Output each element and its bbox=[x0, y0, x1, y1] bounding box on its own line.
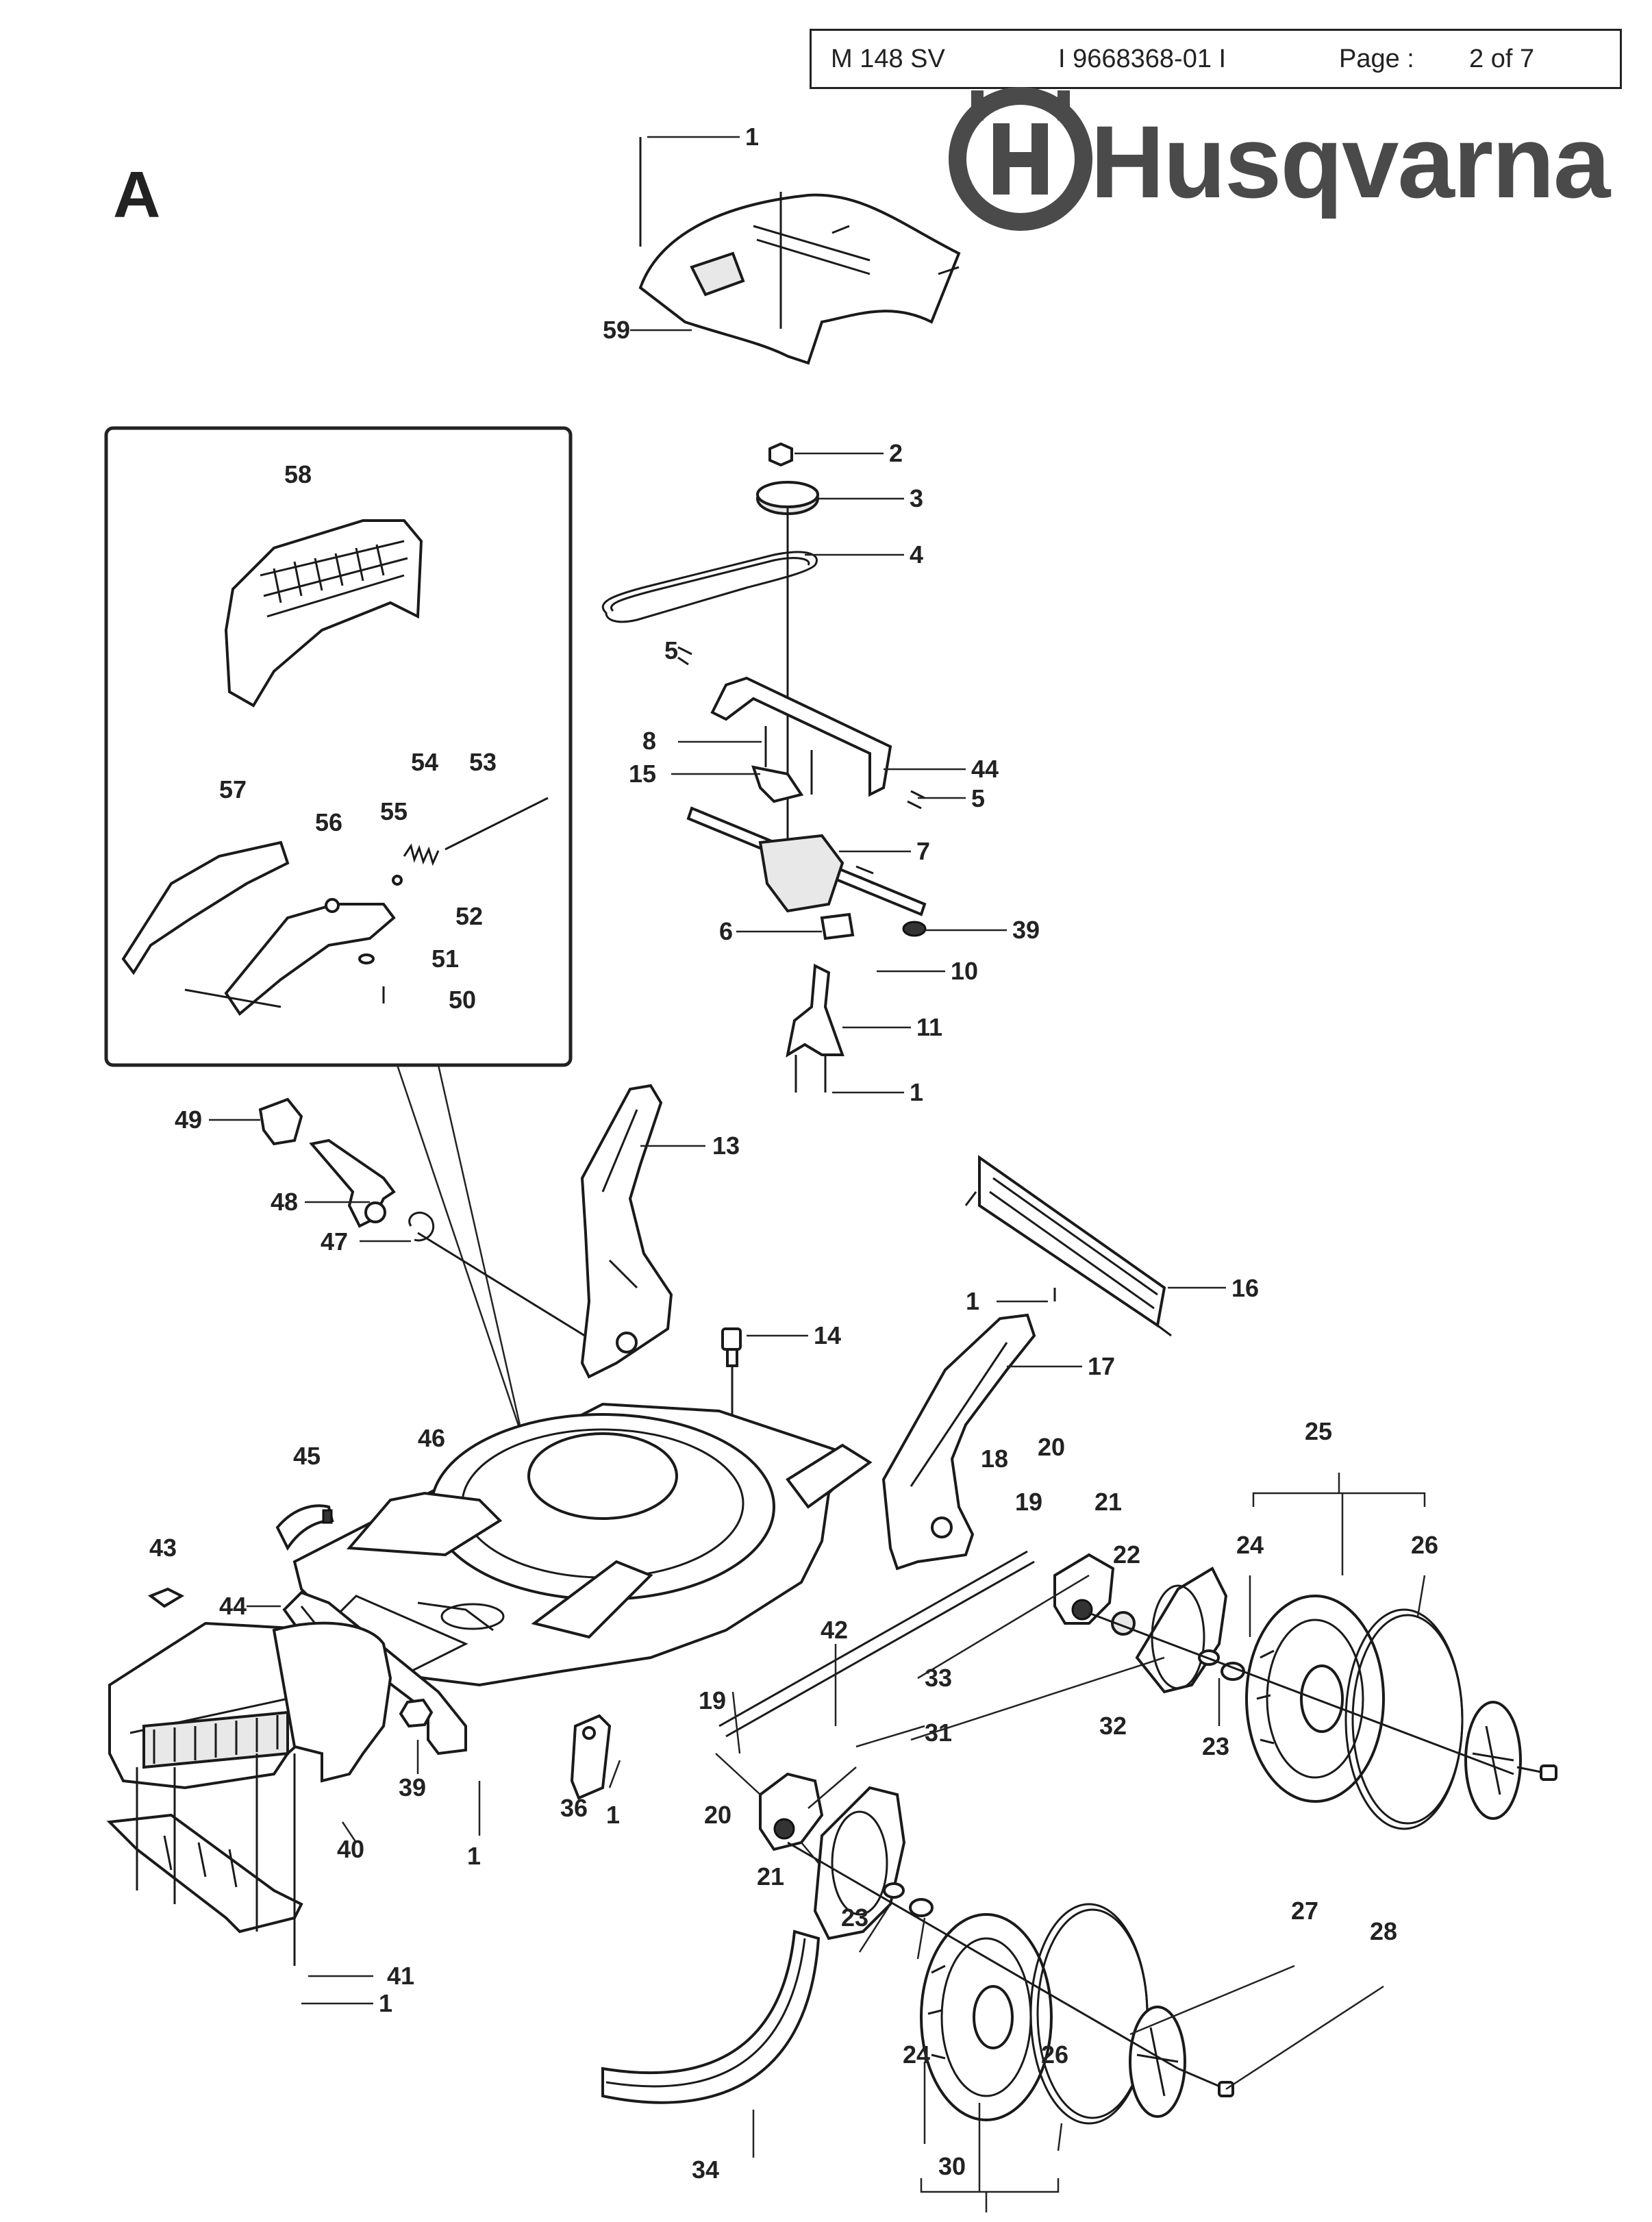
callout-3: 3 bbox=[910, 484, 923, 512]
callout-21-bottom: 21 bbox=[757, 1862, 784, 1890]
callout-13: 13 bbox=[712, 1132, 740, 1160]
model-name: M 148 SV bbox=[831, 45, 945, 73]
husqvarna-crown-h-logo-icon bbox=[949, 87, 1092, 231]
callout-53: 53 bbox=[469, 748, 497, 776]
callout-1-bracket: 1 bbox=[606, 1801, 620, 1829]
callout-23-left: 23 bbox=[841, 1903, 868, 1932]
callout-52: 52 bbox=[455, 902, 483, 930]
callout-43: 43 bbox=[149, 1534, 177, 1562]
callout-4: 4 bbox=[910, 540, 923, 569]
callout-17: 17 bbox=[1088, 1352, 1115, 1380]
part-number: I 9668368-01 I bbox=[1058, 45, 1227, 73]
right-hub-assembly bbox=[1053, 1553, 1245, 1694]
callout-11: 11 bbox=[916, 1013, 942, 1041]
callout-27: 27 bbox=[1291, 1897, 1318, 1925]
callout-33: 33 bbox=[925, 1664, 952, 1692]
callout-44-top: 44 bbox=[971, 755, 999, 783]
callout-14: 14 bbox=[814, 1321, 841, 1349]
callout-46: 46 bbox=[418, 1424, 445, 1452]
left-handle-bracket-part bbox=[580, 1084, 673, 1379]
callout-22: 22 bbox=[1113, 1540, 1140, 1569]
callout-54: 54 bbox=[411, 748, 438, 776]
callout-1-transmission: 1 bbox=[910, 1078, 923, 1106]
callout-32: 32 bbox=[1099, 1712, 1127, 1740]
height-bracket-part bbox=[570, 1714, 612, 1800]
callout-57: 57 bbox=[219, 775, 247, 803]
right-rear-wheel-part bbox=[1088, 1595, 1557, 1830]
callout-50: 50 bbox=[449, 986, 476, 1014]
section-letter: A bbox=[113, 158, 161, 232]
callout-1-front: 1 bbox=[467, 1842, 481, 1870]
callout-25: 25 bbox=[1305, 1417, 1332, 1445]
page-label: Page : bbox=[1339, 45, 1414, 73]
right-handle-bracket-part bbox=[881, 1313, 1036, 1571]
callout-42: 42 bbox=[821, 1616, 848, 1644]
callout-51: 51 bbox=[431, 945, 459, 973]
callout-8: 8 bbox=[642, 727, 656, 755]
left-hub-assembly bbox=[759, 1772, 934, 1940]
callout-1-bottom: 1 bbox=[379, 1989, 392, 2017]
callout-18: 18 bbox=[981, 1445, 1008, 1473]
callout-34: 34 bbox=[692, 2156, 719, 2184]
clip-part bbox=[275, 1504, 334, 1551]
callout-40: 40 bbox=[337, 1835, 364, 1863]
callout-48: 48 bbox=[271, 1188, 298, 1216]
callout-26-bottom: 26 bbox=[1041, 2040, 1068, 2069]
leader-lines bbox=[209, 136, 1426, 2212]
callout-2: 2 bbox=[889, 439, 903, 467]
handle-lock-group bbox=[258, 1097, 597, 1344]
callout-5-right: 5 bbox=[971, 784, 985, 812]
callout-20-bottom: 20 bbox=[704, 1801, 731, 1829]
callout-39-bottom: 39 bbox=[399, 1773, 426, 1801]
callout-24-top: 24 bbox=[1236, 1531, 1264, 1559]
callout-44-bottom: 44 bbox=[219, 1592, 247, 1620]
transmission-group bbox=[677, 646, 927, 1093]
callout-58: 58 bbox=[284, 460, 312, 488]
callout-49: 49 bbox=[175, 1106, 202, 1134]
rear-flap-part bbox=[964, 1155, 1172, 1337]
left-rear-wheel-part bbox=[787, 1841, 1234, 2125]
callout-30: 30 bbox=[938, 2152, 966, 2180]
callout-55: 55 bbox=[380, 797, 408, 825]
callout-1-top: 1 bbox=[745, 123, 759, 151]
mower-deck-part bbox=[292, 1402, 873, 1687]
callout-24-bottom: 24 bbox=[903, 2040, 930, 2069]
callout-45: 45 bbox=[293, 1442, 321, 1470]
callout-28: 28 bbox=[1370, 1917, 1397, 1945]
callout-39-top: 39 bbox=[1012, 916, 1040, 944]
callout-41: 41 bbox=[387, 1962, 414, 1990]
inset-box bbox=[104, 426, 573, 1432]
husqvarna-wordmark: Husqvarna bbox=[1090, 104, 1610, 219]
callout-31: 31 bbox=[925, 1719, 952, 1747]
callouts: 1 59 2 3 4 5 8 15 44 5 7 6 39 10 11 1 58… bbox=[149, 123, 1438, 2184]
callout-19-top: 19 bbox=[1015, 1488, 1042, 1516]
callout-20-top: 20 bbox=[1038, 1433, 1065, 1461]
top-cover-part bbox=[638, 137, 961, 365]
callout-56: 56 bbox=[315, 808, 342, 836]
callout-47: 47 bbox=[321, 1227, 348, 1256]
callout-1-flap: 1 bbox=[966, 1287, 979, 1315]
callout-6: 6 bbox=[719, 917, 733, 945]
callout-10: 10 bbox=[951, 957, 978, 985]
front-cover-part bbox=[106, 1621, 392, 1966]
callout-26-top: 26 bbox=[1411, 1531, 1438, 1559]
callout-23-right: 23 bbox=[1202, 1732, 1229, 1760]
callout-15: 15 bbox=[629, 760, 656, 788]
rear-bumper-part bbox=[601, 1930, 821, 2104]
rear-axle-part bbox=[718, 1550, 1035, 1738]
callout-5-left: 5 bbox=[664, 636, 678, 664]
header-box: M 148 SV I 9668368-01 I Page : 2 of 7 bbox=[810, 29, 1622, 89]
callout-36: 36 bbox=[560, 1794, 588, 1822]
callout-16: 16 bbox=[1231, 1274, 1259, 1302]
callout-21-top: 21 bbox=[1094, 1488, 1122, 1516]
callout-19-bottom: 19 bbox=[699, 1686, 726, 1714]
page-value: 2 of 7 bbox=[1469, 45, 1535, 73]
callout-59: 59 bbox=[603, 316, 630, 344]
callout-7: 7 bbox=[916, 837, 930, 865]
